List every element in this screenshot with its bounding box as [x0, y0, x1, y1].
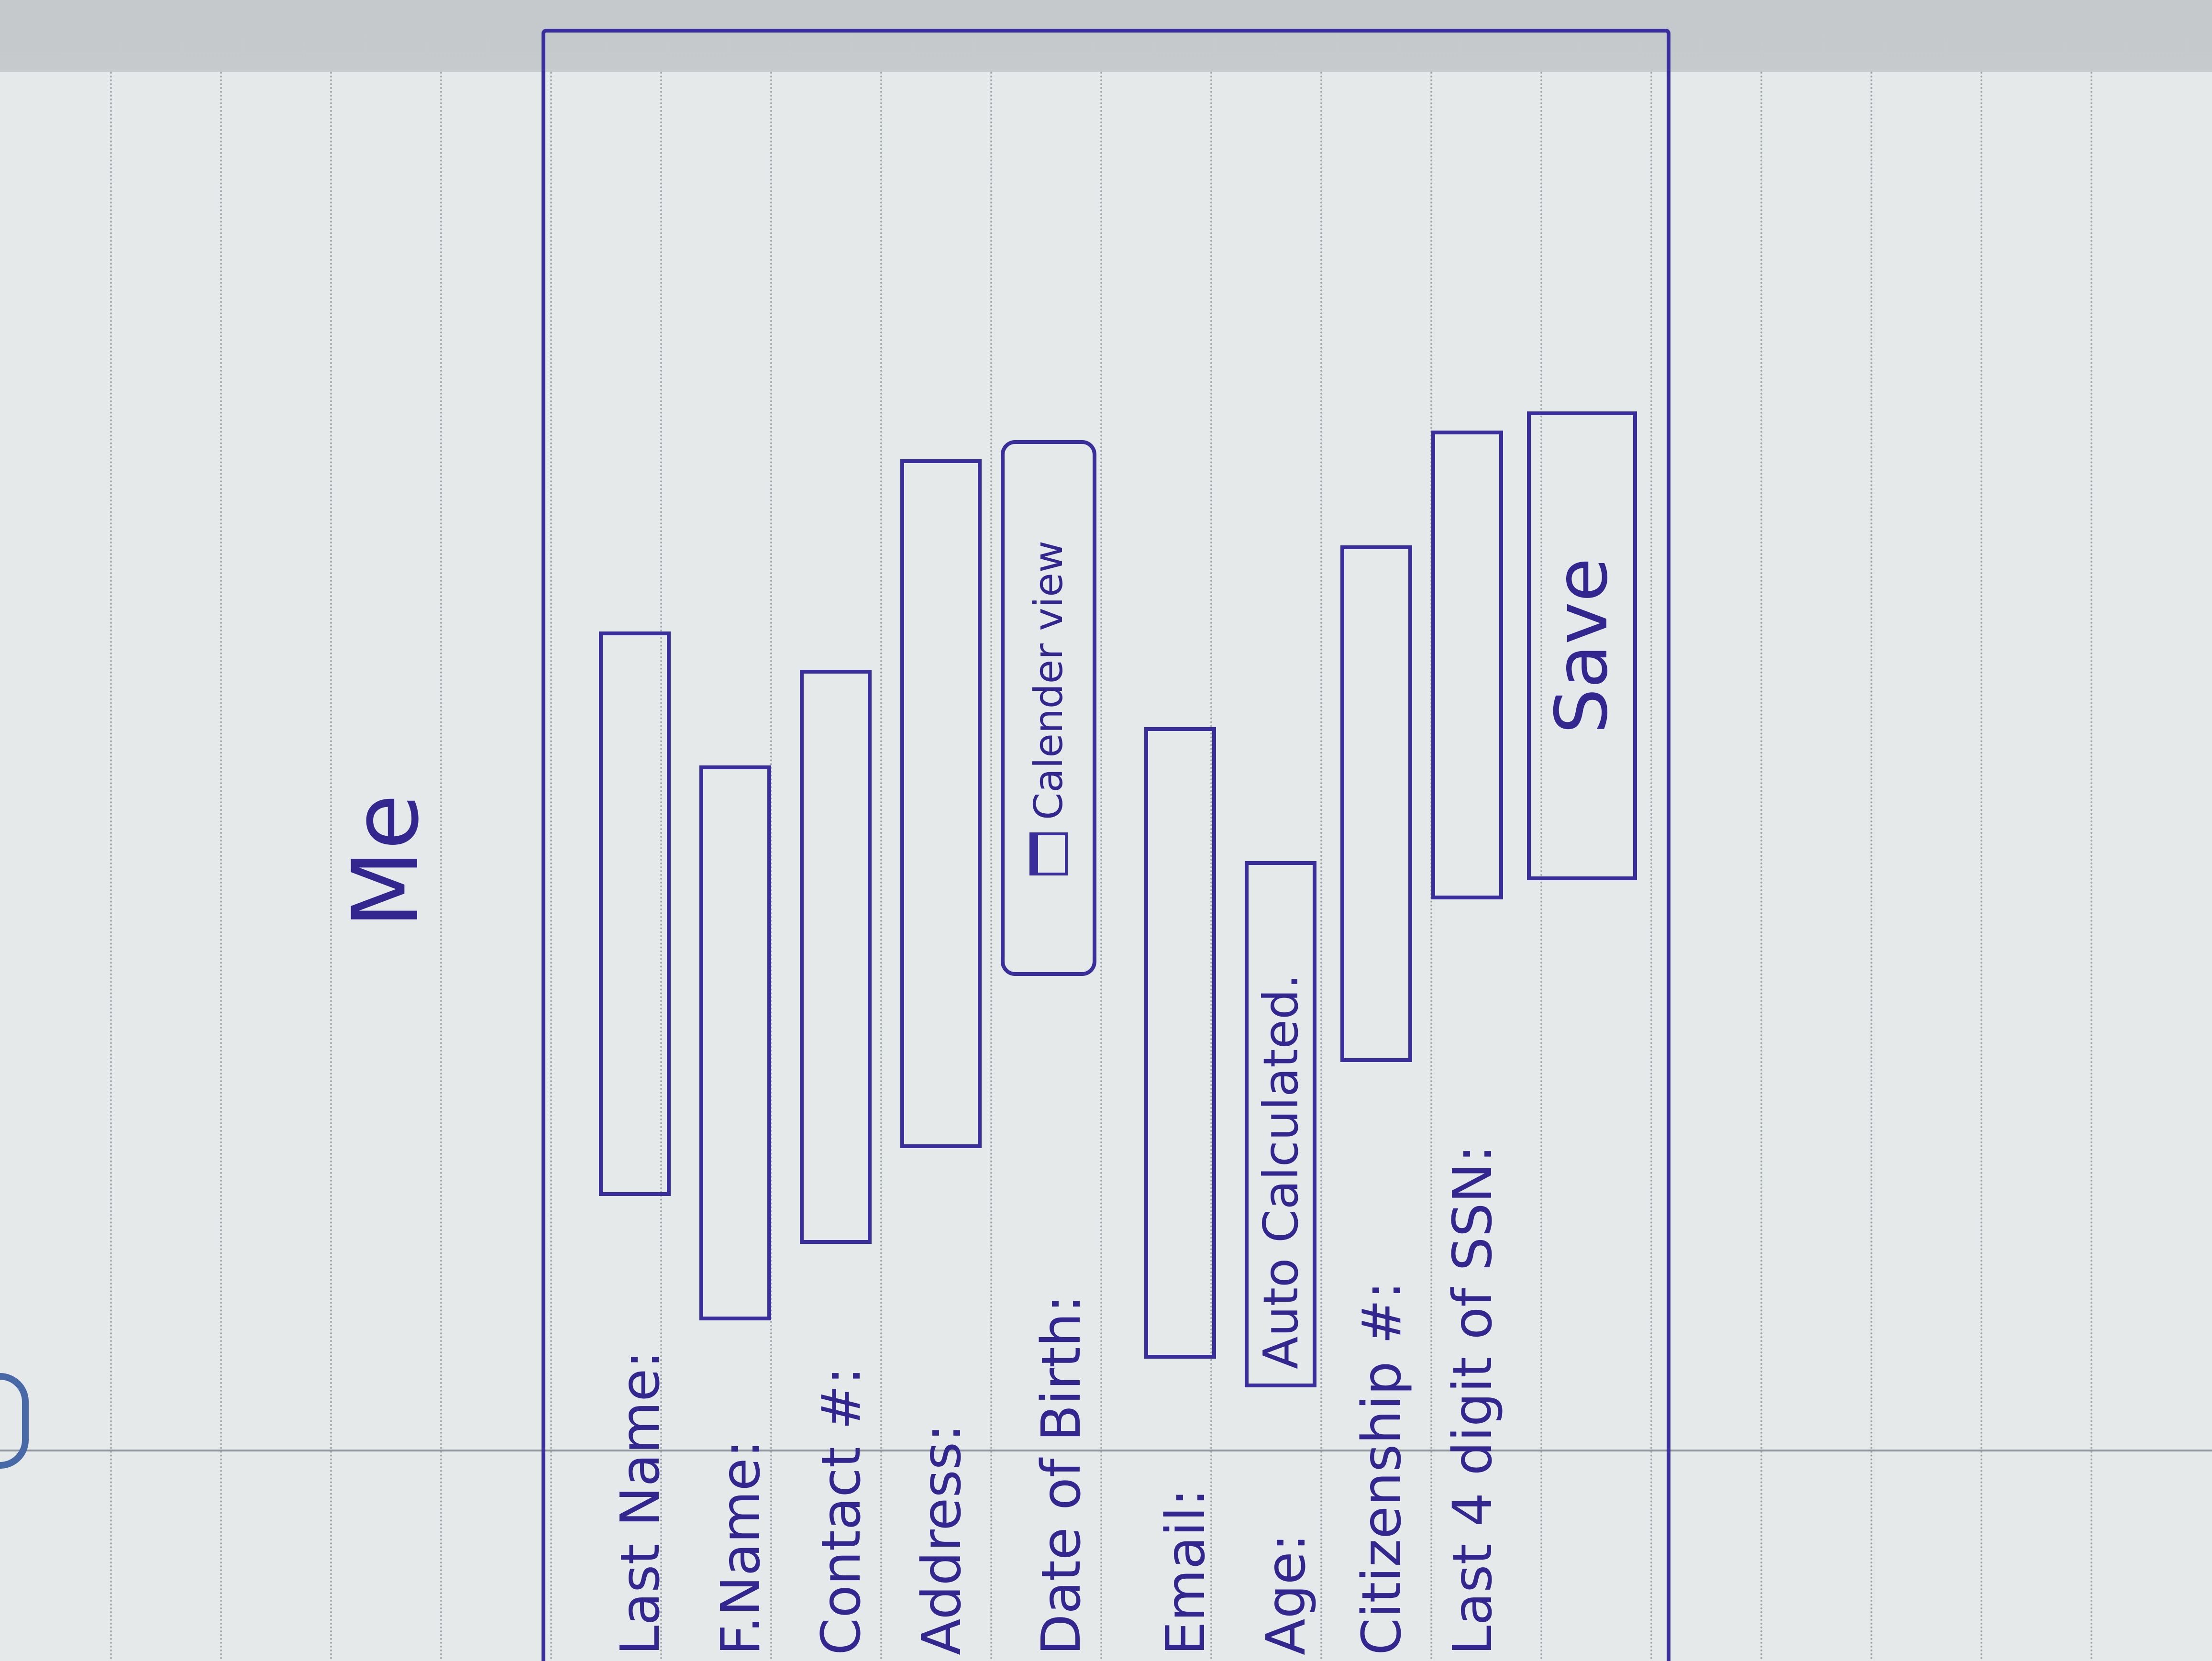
- page-margin-line: [0, 1450, 2212, 1451]
- page-rule: [550, 72, 552, 1661]
- page-rule: [330, 72, 332, 1661]
- calendar-icon: [1029, 832, 1068, 875]
- address-label: Address:: [911, 1424, 973, 1655]
- ssn-last4-input[interactable]: [1431, 431, 1503, 899]
- ssn-last4-label: Last 4 digit of SSN:: [1442, 1145, 1504, 1655]
- contact-row: Contact #:: [800, 67, 881, 1655]
- page-rule: [1980, 72, 1982, 1661]
- email-input[interactable]: [1144, 727, 1216, 1359]
- profile-form-sketch: Me Last Name: F.Name: Contact #: Address…: [333, 29, 1670, 1661]
- address-row: Address:: [900, 67, 982, 1655]
- date-of-birth-label: Date of Birth:: [1030, 1295, 1093, 1655]
- first-name-row: F.Name:: [699, 67, 781, 1655]
- age-row: Age: Auto Calculated.: [1245, 67, 1326, 1655]
- page-rule: [1870, 72, 1872, 1661]
- ssn-last4-row: Last 4 digit of SSN:: [1431, 67, 1513, 1655]
- notebook-page: [0, 72, 2212, 1661]
- last-name-label: Last Name:: [609, 1350, 672, 1655]
- page-rule: [1650, 72, 1652, 1661]
- page-rule: [770, 72, 772, 1661]
- page-rule: [2090, 72, 2092, 1661]
- page-rule: [1100, 72, 1102, 1661]
- first-name-input[interactable]: [699, 765, 771, 1320]
- last-name-row: Last Name:: [599, 67, 680, 1655]
- age-auto-calculated-field: Auto Calculated.: [1245, 861, 1316, 1387]
- citizenship-row: Citizenship #:: [1340, 67, 1422, 1655]
- calendar-view-button[interactable]: Calender view: [1001, 440, 1096, 976]
- date-of-birth-row: Date of Birth: Calender view: [1001, 67, 1101, 1655]
- page-rule: [880, 72, 882, 1661]
- page-rule: [440, 72, 442, 1661]
- contact-label: Contact #:: [810, 1367, 873, 1655]
- calendar-view-label: Calender view: [1026, 541, 1072, 820]
- citizenship-label: Citizenship #:: [1351, 1281, 1413, 1655]
- page-rule: [990, 72, 992, 1661]
- page-rule: [220, 72, 222, 1661]
- address-input[interactable]: [900, 459, 982, 1148]
- page-rule: [1540, 72, 1542, 1661]
- last-name-input[interactable]: [599, 631, 671, 1196]
- citizenship-input[interactable]: [1340, 545, 1412, 1062]
- circle-mark-icon: [0, 1373, 29, 1469]
- save-button[interactable]: Save: [1527, 411, 1637, 880]
- email-row: Email:: [1144, 67, 1226, 1655]
- page-rule: [110, 72, 112, 1661]
- page-title: Me: [333, 794, 439, 929]
- page-rule: [1760, 72, 1762, 1661]
- page-rule: [1320, 72, 1322, 1661]
- contact-input[interactable]: [800, 670, 872, 1244]
